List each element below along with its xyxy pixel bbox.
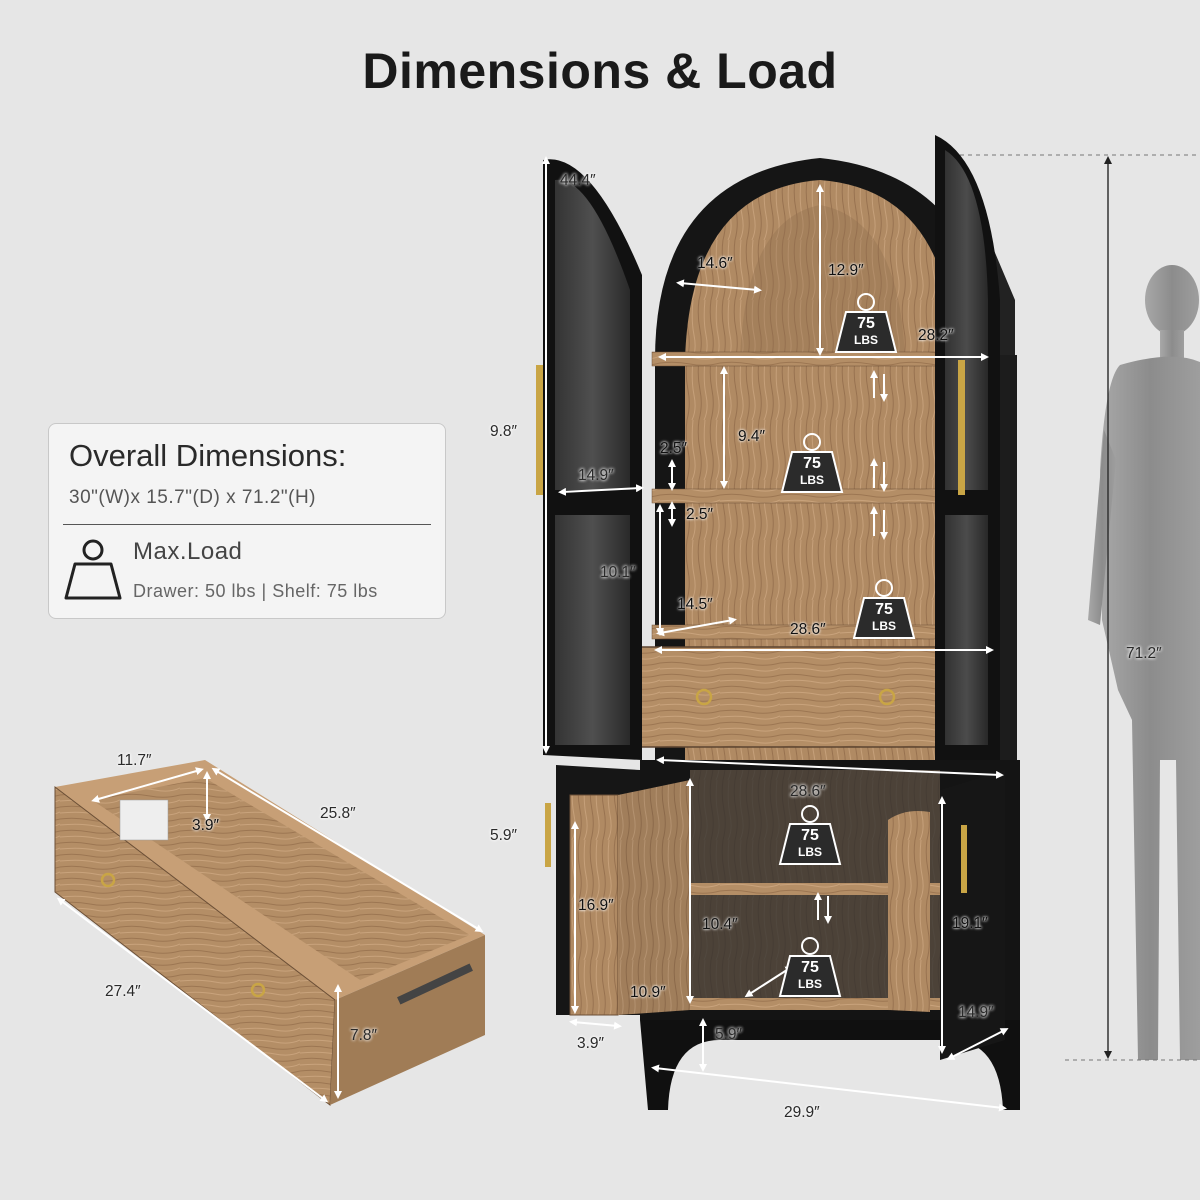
adjustable-shelf-indicators <box>814 370 888 924</box>
overall-dimensions-value: 30"(W)x 15.7"(D) x 71.2"(H) <box>69 487 317 508</box>
dim-gap-2: 2.5″ <box>686 506 714 523</box>
page-title: Dimensions & Load <box>362 43 838 99</box>
load-badge-shapes <box>778 293 916 997</box>
dim-lower-handle: 5.9″ <box>490 827 518 844</box>
weight-icon <box>63 538 123 602</box>
dim-rack-depth: 3.9″ <box>577 1035 605 1052</box>
dim-top-width: 28.2″ <box>918 327 954 344</box>
dim-shelf2-height: 10.1″ <box>600 564 636 581</box>
dim-shelf-depth: 14.5″ <box>677 596 713 613</box>
dim-mid-width: 28.6″ <box>790 621 826 638</box>
drawer-illustration <box>54 760 485 1106</box>
dimension-arrows <box>542 156 1009 1112</box>
dim-lower-width: 28.6″ <box>790 783 826 800</box>
dim-drawer-inner-width: 11.7″ <box>117 752 152 769</box>
max-load-title: Max.Load <box>133 538 243 565</box>
dim-door-rack: 16.9″ <box>578 897 614 914</box>
dim-door-handle: 9.8″ <box>490 423 518 440</box>
dim-arch-width: 14.6″ <box>697 255 733 272</box>
dim-lower-shelf-height: 10.4″ <box>702 916 738 933</box>
overall-dimensions-heading: Overall Dimensions: <box>69 438 347 473</box>
cabinet <box>536 135 1020 1110</box>
dim-leg-height: 5.9″ <box>715 1026 743 1043</box>
dim-door-height: 44.4″ <box>560 172 596 189</box>
dim-drawer-outer-height: 7.8″ <box>350 1027 378 1044</box>
card-divider <box>63 524 431 525</box>
dim-drawer-inner-length: 25.8″ <box>320 805 356 822</box>
dim-shelf1-height: 9.4″ <box>738 428 766 445</box>
dim-drawer-inner-height: 3.9″ <box>192 817 220 834</box>
dim-side-depth: 14.9″ <box>958 1004 994 1021</box>
dim-total-height: 71.2″ <box>1126 645 1162 662</box>
dim-lower-depth: 10.9″ <box>630 984 666 1001</box>
overall-dimensions-card: Overall Dimensions: 30"(W)x 15.7"(D) x 7… <box>48 423 446 619</box>
dim-door-width: 14.9″ <box>578 467 614 484</box>
dim-arch-height: 12.9″ <box>828 262 864 279</box>
dim-gap-1: 2.5″ <box>660 440 688 457</box>
max-load-detail: Drawer: 50 lbs | Shelf: 75 lbs <box>133 581 378 601</box>
dim-right-door: 19.1″ <box>952 915 988 932</box>
dim-drawer-outer-length: 27.4″ <box>105 983 141 1000</box>
dim-base-width: 29.9″ <box>784 1104 820 1121</box>
